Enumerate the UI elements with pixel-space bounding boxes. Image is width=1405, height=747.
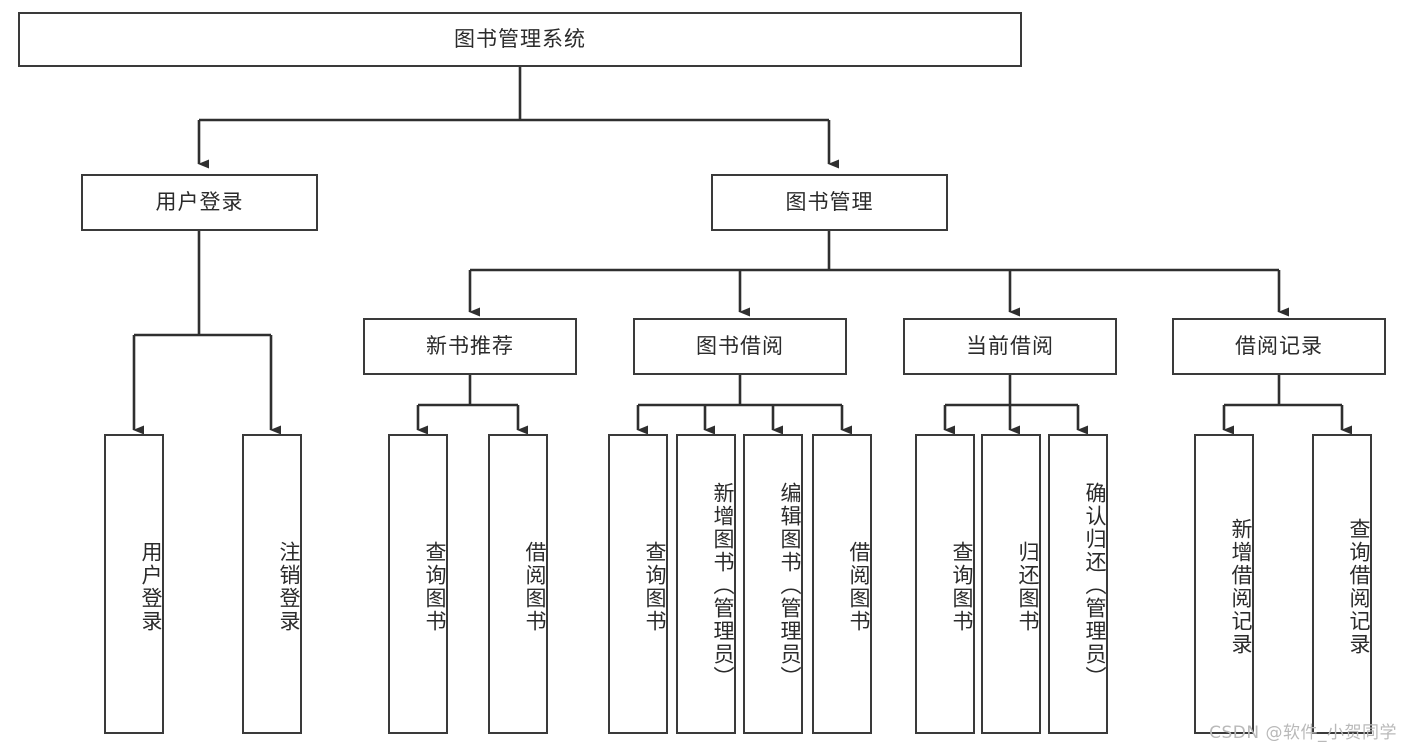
- node-label: 查询图书: [643, 541, 667, 633]
- leaf-borrow-book-nbr[interactable]: 借阅图书: [488, 434, 548, 734]
- node-user-login[interactable]: 用户登录: [81, 174, 318, 231]
- node-label: 图书管理: [785, 189, 874, 214]
- node-label: 编辑图书（管理员）: [778, 481, 802, 689]
- node-label: 新增图书（管理员）: [711, 481, 735, 689]
- node-label: 借阅图书: [847, 541, 871, 633]
- leaf-query-book-bb[interactable]: 查询图书: [608, 434, 668, 734]
- leaf-logout[interactable]: 注销登录: [242, 434, 302, 734]
- node-book-borrow[interactable]: 图书借阅: [633, 318, 847, 375]
- node-label: 图书借阅: [696, 333, 784, 358]
- node-label: 借阅图书: [523, 541, 547, 633]
- node-label: 当前借阅: [966, 333, 1054, 358]
- leaf-edit-book-admin[interactable]: 编辑图书（管理员）: [743, 434, 803, 734]
- leaf-query-book-nbr[interactable]: 查询图书: [388, 434, 448, 734]
- leaf-query-book-cb[interactable]: 查询图书: [915, 434, 975, 734]
- leaf-add-borrow-record[interactable]: 新增借阅记录: [1194, 434, 1254, 734]
- node-label: 查询图书: [423, 541, 447, 633]
- node-label: 新书推荐: [426, 333, 514, 358]
- leaf-add-book-admin[interactable]: 新增图书（管理员）: [676, 434, 736, 734]
- watermark-text: CSDN @软件_小贺同学: [1209, 723, 1397, 743]
- node-label: 图书管理系统: [454, 26, 586, 51]
- node-label: 查询图书: [950, 541, 974, 633]
- leaf-confirm-return-admin[interactable]: 确认归还（管理员）: [1048, 434, 1108, 734]
- node-root-system[interactable]: 图书管理系统: [18, 12, 1022, 67]
- leaf-borrow-book-bb[interactable]: 借阅图书: [812, 434, 872, 734]
- node-current-borrow[interactable]: 当前借阅: [903, 318, 1117, 375]
- node-borrow-record[interactable]: 借阅记录: [1172, 318, 1386, 375]
- node-new-book-recommend[interactable]: 新书推荐: [363, 318, 577, 375]
- node-label: 查询借阅记录: [1347, 518, 1371, 656]
- node-label: 用户登录: [155, 189, 244, 214]
- node-book-management[interactable]: 图书管理: [711, 174, 948, 231]
- leaf-return-book[interactable]: 归还图书: [981, 434, 1041, 734]
- node-label: 借阅记录: [1235, 333, 1323, 358]
- node-label: 确认归还（管理员）: [1083, 481, 1107, 689]
- node-label: 归还图书: [1016, 541, 1040, 633]
- leaf-user-login[interactable]: 用户登录: [104, 434, 164, 734]
- leaf-query-borrow-record[interactable]: 查询借阅记录: [1312, 434, 1372, 734]
- node-label: 注销登录: [277, 541, 301, 633]
- node-label: 用户登录: [139, 541, 163, 633]
- node-label: 新增借阅记录: [1229, 518, 1253, 656]
